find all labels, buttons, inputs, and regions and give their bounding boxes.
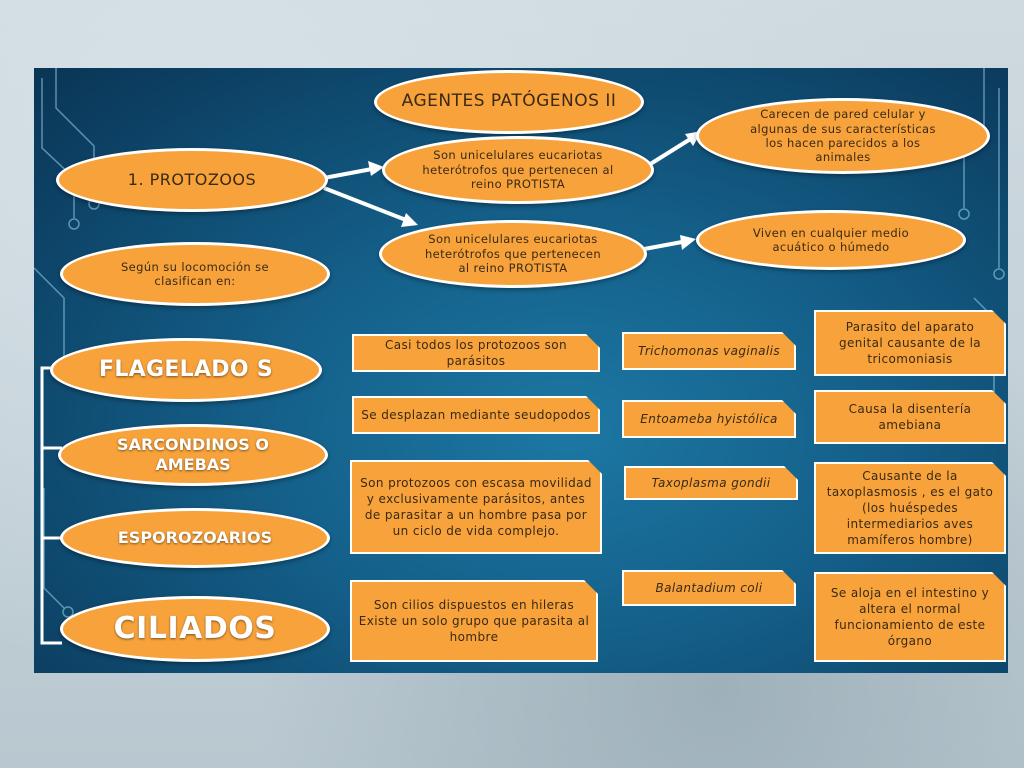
effect-box: Parasito del aparato genital causante de… xyxy=(814,310,1006,376)
description-box: Son cilios dispuestos en hileras Existe … xyxy=(350,580,598,662)
protozoos-label: 1. PROTOZOOS xyxy=(127,170,257,189)
category-flagelados: FLAGELADO S xyxy=(50,338,322,402)
slide: AGENTES PATÓGENOS II 1. PROTOZOOS Son un… xyxy=(34,68,1008,673)
protozoos-ellipse: 1. PROTOZOOS xyxy=(56,148,328,212)
category-label: FLAGELADO S xyxy=(99,357,273,383)
species-box: Trichomonas vaginalis xyxy=(622,332,796,370)
category-esporozoarios: ESPOROZOARIOS xyxy=(60,508,330,568)
definition-bottom-text: Son unicelulares eucariotas heterótrofos… xyxy=(424,232,602,276)
title-ellipse: AGENTES PATÓGENOS II xyxy=(374,70,644,134)
category-ciliados: CILIADOS xyxy=(60,596,330,662)
effect-box: Causante de la taxoplasmosis , es el gat… xyxy=(814,462,1006,554)
arrow-def-bottom-right xyxy=(638,240,683,252)
category-sarcondinos: SARCONDINOS O AMEBAS xyxy=(58,424,328,486)
page-title: AGENTES PATÓGENOS II xyxy=(401,91,617,112)
description-box: Son protozoos con escasa movilidad y exc… xyxy=(350,460,602,554)
habitat-text: Viven en cualquier medio acuático o húme… xyxy=(752,225,910,254)
definition-bottom-ellipse: Son unicelulares eucariotas heterótrofos… xyxy=(379,220,647,288)
characteristics-text: Carecen de pared celular y algunas de su… xyxy=(750,107,936,165)
description-box: Se desplazan mediante seudopodos xyxy=(352,396,600,434)
category-label: CILIADOS xyxy=(113,611,277,647)
arrows xyxy=(323,131,702,252)
category-bracket xyxy=(40,366,62,645)
effect-box: Se aloja en el intestino y altera el nor… xyxy=(814,572,1006,662)
species-box: Entoameba hyistólica xyxy=(622,400,796,438)
characteristics-ellipse: Carecen de pared celular y algunas de su… xyxy=(696,98,990,174)
definition-top-ellipse: Son unicelulares eucariotas heterótrofos… xyxy=(382,136,654,204)
effect-box: Causa la disentería amebiana xyxy=(814,390,1006,444)
locomotion-ellipse: Según su locomoción se clasifican en: xyxy=(60,242,330,306)
arrow-protozoos-def-top xyxy=(323,167,373,180)
species-box: Taxoplasma gondii xyxy=(624,466,798,500)
arrow-def-top-right xyxy=(642,136,694,170)
category-label: SARCONDINOS O AMEBAS xyxy=(117,435,269,474)
category-label: ESPOROZOARIOS xyxy=(117,528,273,547)
description-box: Casi todos los protozoos son parásitos xyxy=(352,334,600,372)
species-box: Balantadium coli xyxy=(622,570,796,606)
habitat-ellipse: Viven en cualquier medio acuático o húme… xyxy=(696,210,966,270)
definition-top-text: Son unicelulares eucariotas heterótrofos… xyxy=(422,148,614,192)
arrow-protozoos-def-bottom xyxy=(323,186,407,222)
locomotion-text: Según su locomoción se clasifican en: xyxy=(120,259,270,288)
